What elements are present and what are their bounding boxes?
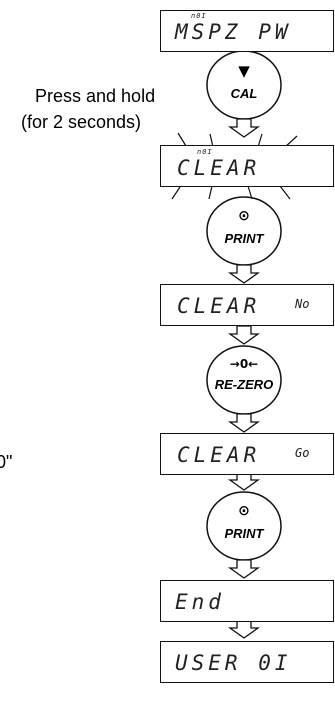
display-main-text: MSPZ PW xyxy=(175,20,292,44)
display-main-text: CLEAR xyxy=(177,294,261,318)
for-two-seconds-label: (for 2 seconds) xyxy=(21,112,142,132)
display-clear-blinking: CLEAR n0I xyxy=(160,145,334,187)
display-main-text: End xyxy=(175,590,225,614)
print-icon: ⊙ xyxy=(238,208,250,224)
display-end: End xyxy=(160,580,334,622)
down-arrows xyxy=(227,118,261,639)
print-key-label-2: PRINT xyxy=(224,526,264,541)
print-icon: ⊙ xyxy=(238,503,250,519)
cal-triangle-icon: ▼ xyxy=(238,62,250,80)
down-arrow-icon xyxy=(227,264,261,284)
down-arrow-icon xyxy=(227,325,261,345)
display-clear-no: CLEAR No xyxy=(160,284,334,326)
down-arrow-icon xyxy=(227,413,261,433)
down-arrow-icon xyxy=(227,118,261,138)
rezero-key-label: RE-ZERO xyxy=(214,377,274,392)
display-mspz: MSPZ PW n0I xyxy=(160,10,334,52)
quote-fragment-label: 0" xyxy=(0,452,13,472)
display-small-text: Go xyxy=(295,446,310,460)
display-main-text: CLEAR xyxy=(177,156,261,180)
down-arrow-icon xyxy=(227,559,261,579)
press-and-hold-label: Press and hold xyxy=(35,86,156,106)
display-small-text: n0I xyxy=(191,12,207,20)
display-small-text: n0I xyxy=(197,148,213,156)
display-clear-go: CLEAR Go xyxy=(160,433,334,475)
display-main-text: CLEAR xyxy=(177,443,261,467)
display-user: USER 0I xyxy=(160,641,334,683)
down-arrow-icon xyxy=(227,619,261,639)
cal-key-label: CAL xyxy=(230,86,258,101)
display-small-text: No xyxy=(295,297,310,311)
rezero-arrows-icon: →0← xyxy=(229,357,259,371)
print-key-label-1: PRINT xyxy=(224,231,264,246)
display-main-text: USER 0I xyxy=(175,651,292,675)
